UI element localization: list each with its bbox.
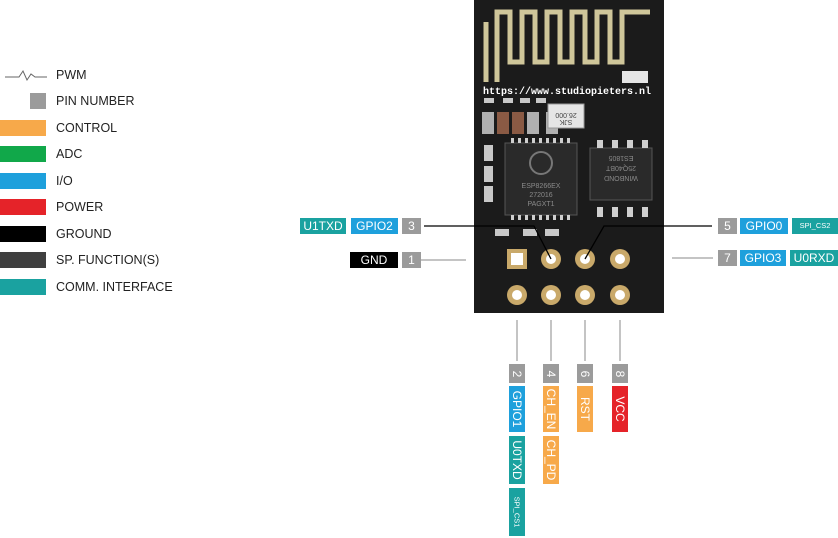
flash-line3: ES1805 — [608, 154, 633, 161]
power-swatch — [0, 199, 46, 215]
legend-label: GROUND — [56, 227, 112, 241]
pin6-number-tag: 6 — [577, 364, 593, 383]
pin3-leader — [424, 225, 552, 260]
adc-swatch — [0, 146, 46, 162]
control-swatch — [0, 120, 46, 136]
crystal-label: 26.000 — [555, 111, 577, 118]
flash-chip — [589, 147, 653, 201]
comm-interface-swatch — [0, 279, 46, 295]
pin4-number: 4 — [544, 370, 558, 377]
pcb-antenna — [494, 9, 650, 82]
pin2-u0txd-label: U0TXD — [510, 440, 524, 480]
legend-label: CONTROL — [56, 121, 118, 135]
pin2-gpio1-label: GPIO1 — [510, 390, 524, 428]
pin6-rst-tag: RST — [577, 386, 593, 432]
legend-label: COMM. INTERFACE — [56, 280, 173, 294]
pin8-vcc-tag: VCC — [612, 386, 628, 432]
pin3-number-tag: 3 — [402, 218, 421, 234]
pin5-spi-cs2-tag: SPI_CS2 — [792, 218, 838, 234]
pin4-number-tag: 4 — [543, 364, 559, 383]
chip-line2: 272016 — [529, 192, 552, 199]
pin5-leader — [584, 225, 712, 260]
pin1-number-tag: 1 — [402, 252, 421, 268]
pin4-ch-en-tag: CH_EN — [543, 386, 559, 432]
pin2-number-tag: 2 — [509, 364, 525, 383]
legend-label: SP. FUNCTION(S) — [56, 253, 160, 267]
chip-line3: PAGXT1 — [527, 201, 554, 208]
pin5-gpio0-tag: GPIO0 — [740, 218, 788, 234]
pin7-u0rxd-tag: U0RXD — [790, 250, 838, 266]
ground-swatch — [0, 226, 46, 242]
pin2-gpio1-tag: GPIO1 — [509, 386, 525, 432]
legend-label: PWM — [56, 68, 87, 82]
flash-line2: 25Q40BT — [605, 164, 636, 171]
status-led — [622, 71, 648, 83]
legend-label: ADC — [56, 147, 83, 161]
pin3-u1txd-tag: U1TXD — [300, 218, 346, 234]
pin7-number-tag: 7 — [718, 250, 737, 266]
pin6-number: 6 — [578, 370, 592, 377]
crystal-oscillator — [547, 103, 585, 129]
chip-brand: ESP8266EX — [522, 183, 561, 190]
flash-brand: WINBOND — [604, 174, 638, 181]
pin1-gnd-tag: GND — [350, 252, 398, 268]
legend-label: POWER — [56, 200, 104, 214]
pin5-number-tag: 5 — [718, 218, 737, 234]
pin6-rst-label: RST — [578, 397, 592, 421]
pin8-vcc-label: VCC — [613, 396, 627, 422]
pin7-gpio3-tag: GPIO3 — [740, 250, 786, 266]
pin3-gpio2-tag: GPIO2 — [351, 218, 398, 234]
pwm-wave-icon — [5, 69, 47, 82]
pin4-ch-pd-tag: CH_PD — [543, 436, 559, 484]
board-url: https://www.studiopieters.nl — [483, 86, 651, 98]
legend-label: I/O — [56, 174, 73, 188]
pin2-u0txd-tag: U0TXD — [509, 436, 525, 484]
pin4-ch-pd-label: CH_PD — [544, 439, 558, 481]
espressif-logo-icon — [529, 151, 553, 175]
sp-function-swatch — [0, 252, 46, 268]
pin2-spi-cs1-tag: SPI_CS1 — [509, 488, 525, 536]
pin4-ch-en-label: CH_EN — [544, 388, 558, 430]
io-swatch — [0, 173, 46, 189]
pin2-number: 2 — [510, 370, 524, 377]
pin8-number: 8 — [613, 370, 627, 377]
pin8-number-tag: 8 — [612, 364, 628, 383]
pin-number-swatch — [30, 93, 46, 109]
crystal-code: SJK — [559, 118, 572, 125]
legend-label: PIN NUMBER — [56, 94, 135, 108]
pin2-spi-cs1-label: SPI_CS1 — [512, 496, 522, 528]
